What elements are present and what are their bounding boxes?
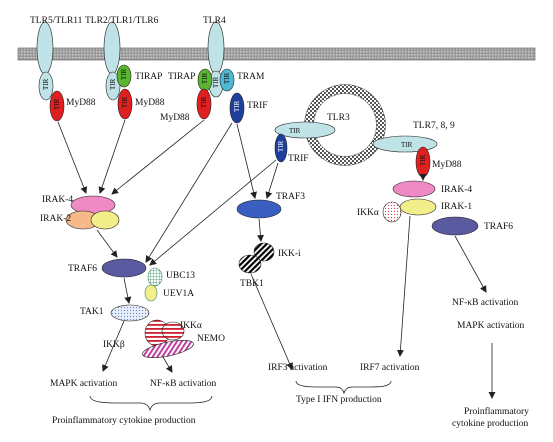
ikki xyxy=(253,242,275,262)
right-nfkb-label: NF-κB activation xyxy=(452,298,519,308)
tbk1-label: TBK1 xyxy=(240,279,264,289)
tir-domain xyxy=(105,71,121,101)
tir-label: TIR xyxy=(120,68,128,80)
irak1-left xyxy=(90,210,120,230)
myd88-label: MyD88 xyxy=(432,160,462,170)
irak1-label: IRAK-1 xyxy=(441,202,472,212)
tlr5-tlr11-label: TLR5/TLR11 xyxy=(30,16,83,26)
tirap-label: TIRAP xyxy=(135,72,162,82)
tir-label: TIR xyxy=(401,141,413,149)
tlr3-receptor xyxy=(274,121,336,139)
tir-label: TIR xyxy=(42,78,50,90)
trif-label: TRIF xyxy=(288,154,309,164)
tak1 xyxy=(110,304,150,322)
nfkb-activation-label: NF-κB activation xyxy=(150,379,217,389)
ikka-right xyxy=(382,201,402,223)
right-cytokine-production-label: cytokine production xyxy=(452,419,528,429)
mapk-activation-label: MAPK activation xyxy=(50,379,118,389)
tram-label: TRAM xyxy=(237,72,265,82)
tir-label: TIR xyxy=(223,72,231,84)
tir-label: TIR xyxy=(121,96,129,108)
connectors xyxy=(57,119,496,399)
tak1-label: TAK1 xyxy=(80,307,104,317)
tlr5-receptor xyxy=(36,21,54,75)
irak4-right xyxy=(392,180,436,198)
traf6-label: TRAF6 xyxy=(68,264,97,274)
tir-domain xyxy=(38,71,54,101)
ubc13 xyxy=(147,267,163,287)
cell-membrane xyxy=(17,47,536,61)
tlr4-label: TLR4 xyxy=(203,16,226,26)
trif-tlr3 xyxy=(274,133,288,163)
tir-label: TIR xyxy=(212,76,220,88)
irf3-activation-label: IRF3 activation xyxy=(268,363,328,373)
tirap-label: TIRAP xyxy=(168,72,195,82)
ikki-label: IKK-i xyxy=(278,249,301,259)
irak4-label: IRAK-4 xyxy=(42,195,73,205)
mid-brace xyxy=(295,380,392,395)
left-brace xyxy=(89,395,213,412)
tlr2-receptor xyxy=(103,21,121,75)
tlr7-8-9-label: TLR7, 8, 9 xyxy=(413,121,455,131)
tlr3-label: TLR3 xyxy=(327,113,350,123)
tlr2-tlr1-tlr6-label: TLR2/TLR1/TLR6 xyxy=(85,16,159,26)
traf6-right xyxy=(431,216,479,236)
uev1a xyxy=(144,284,158,302)
tlr4-receptor xyxy=(207,21,225,75)
tirap-tlr2 xyxy=(116,64,132,88)
myd88-tlr4 xyxy=(196,88,212,120)
traf3-label: TRAF3 xyxy=(276,192,305,202)
myd88-label: MyD88 xyxy=(66,98,96,108)
nemo-label: NEMO xyxy=(197,334,225,344)
ikka-label: IKKα xyxy=(180,321,202,331)
irak1-right xyxy=(399,198,437,216)
trif-tlr4 xyxy=(229,92,245,124)
myd88-tlr5 xyxy=(49,90,65,122)
ikka xyxy=(161,321,185,341)
ubc13-label: UBC13 xyxy=(166,271,195,281)
proinflammatory-production-label: Proinflammatory cytokine production xyxy=(52,415,196,426)
tir-label: TIR xyxy=(53,98,61,110)
myd88-label: MyD88 xyxy=(160,113,190,123)
tir-label: TIR xyxy=(201,72,209,84)
type1-ifn-label: Type I IFN production xyxy=(296,395,382,405)
tir-label: TIR xyxy=(109,78,117,90)
myd88-tlr2 xyxy=(117,88,133,120)
uev1a-label: UEV1A xyxy=(163,289,194,299)
tir-label: TIR xyxy=(277,140,285,152)
tbk1 xyxy=(238,254,262,274)
irak4-label: IRAK-4 xyxy=(441,185,472,195)
tir-label: TIR xyxy=(200,96,208,108)
trif-label: TRIF xyxy=(247,101,268,111)
tram-tlr4 xyxy=(219,68,235,92)
right-mapk-label: MAPK activation xyxy=(457,321,525,331)
traf6-left xyxy=(101,258,147,278)
tir-label: TIR xyxy=(289,127,301,135)
tir-label: TIR xyxy=(419,154,427,166)
ikka-right-label: IKKα xyxy=(357,208,379,218)
right-proinflammatory-label: Proinflammatory xyxy=(464,406,529,417)
tir-label: TIR xyxy=(233,100,241,112)
irf7-activation-label: IRF7 activation xyxy=(360,363,420,373)
myd88-label: MyD88 xyxy=(135,98,165,108)
irak2-label: IRAK-2 xyxy=(40,214,71,224)
traf6-right-label: TRAF6 xyxy=(484,222,513,232)
nemo xyxy=(142,339,194,359)
traf3 xyxy=(236,199,282,219)
